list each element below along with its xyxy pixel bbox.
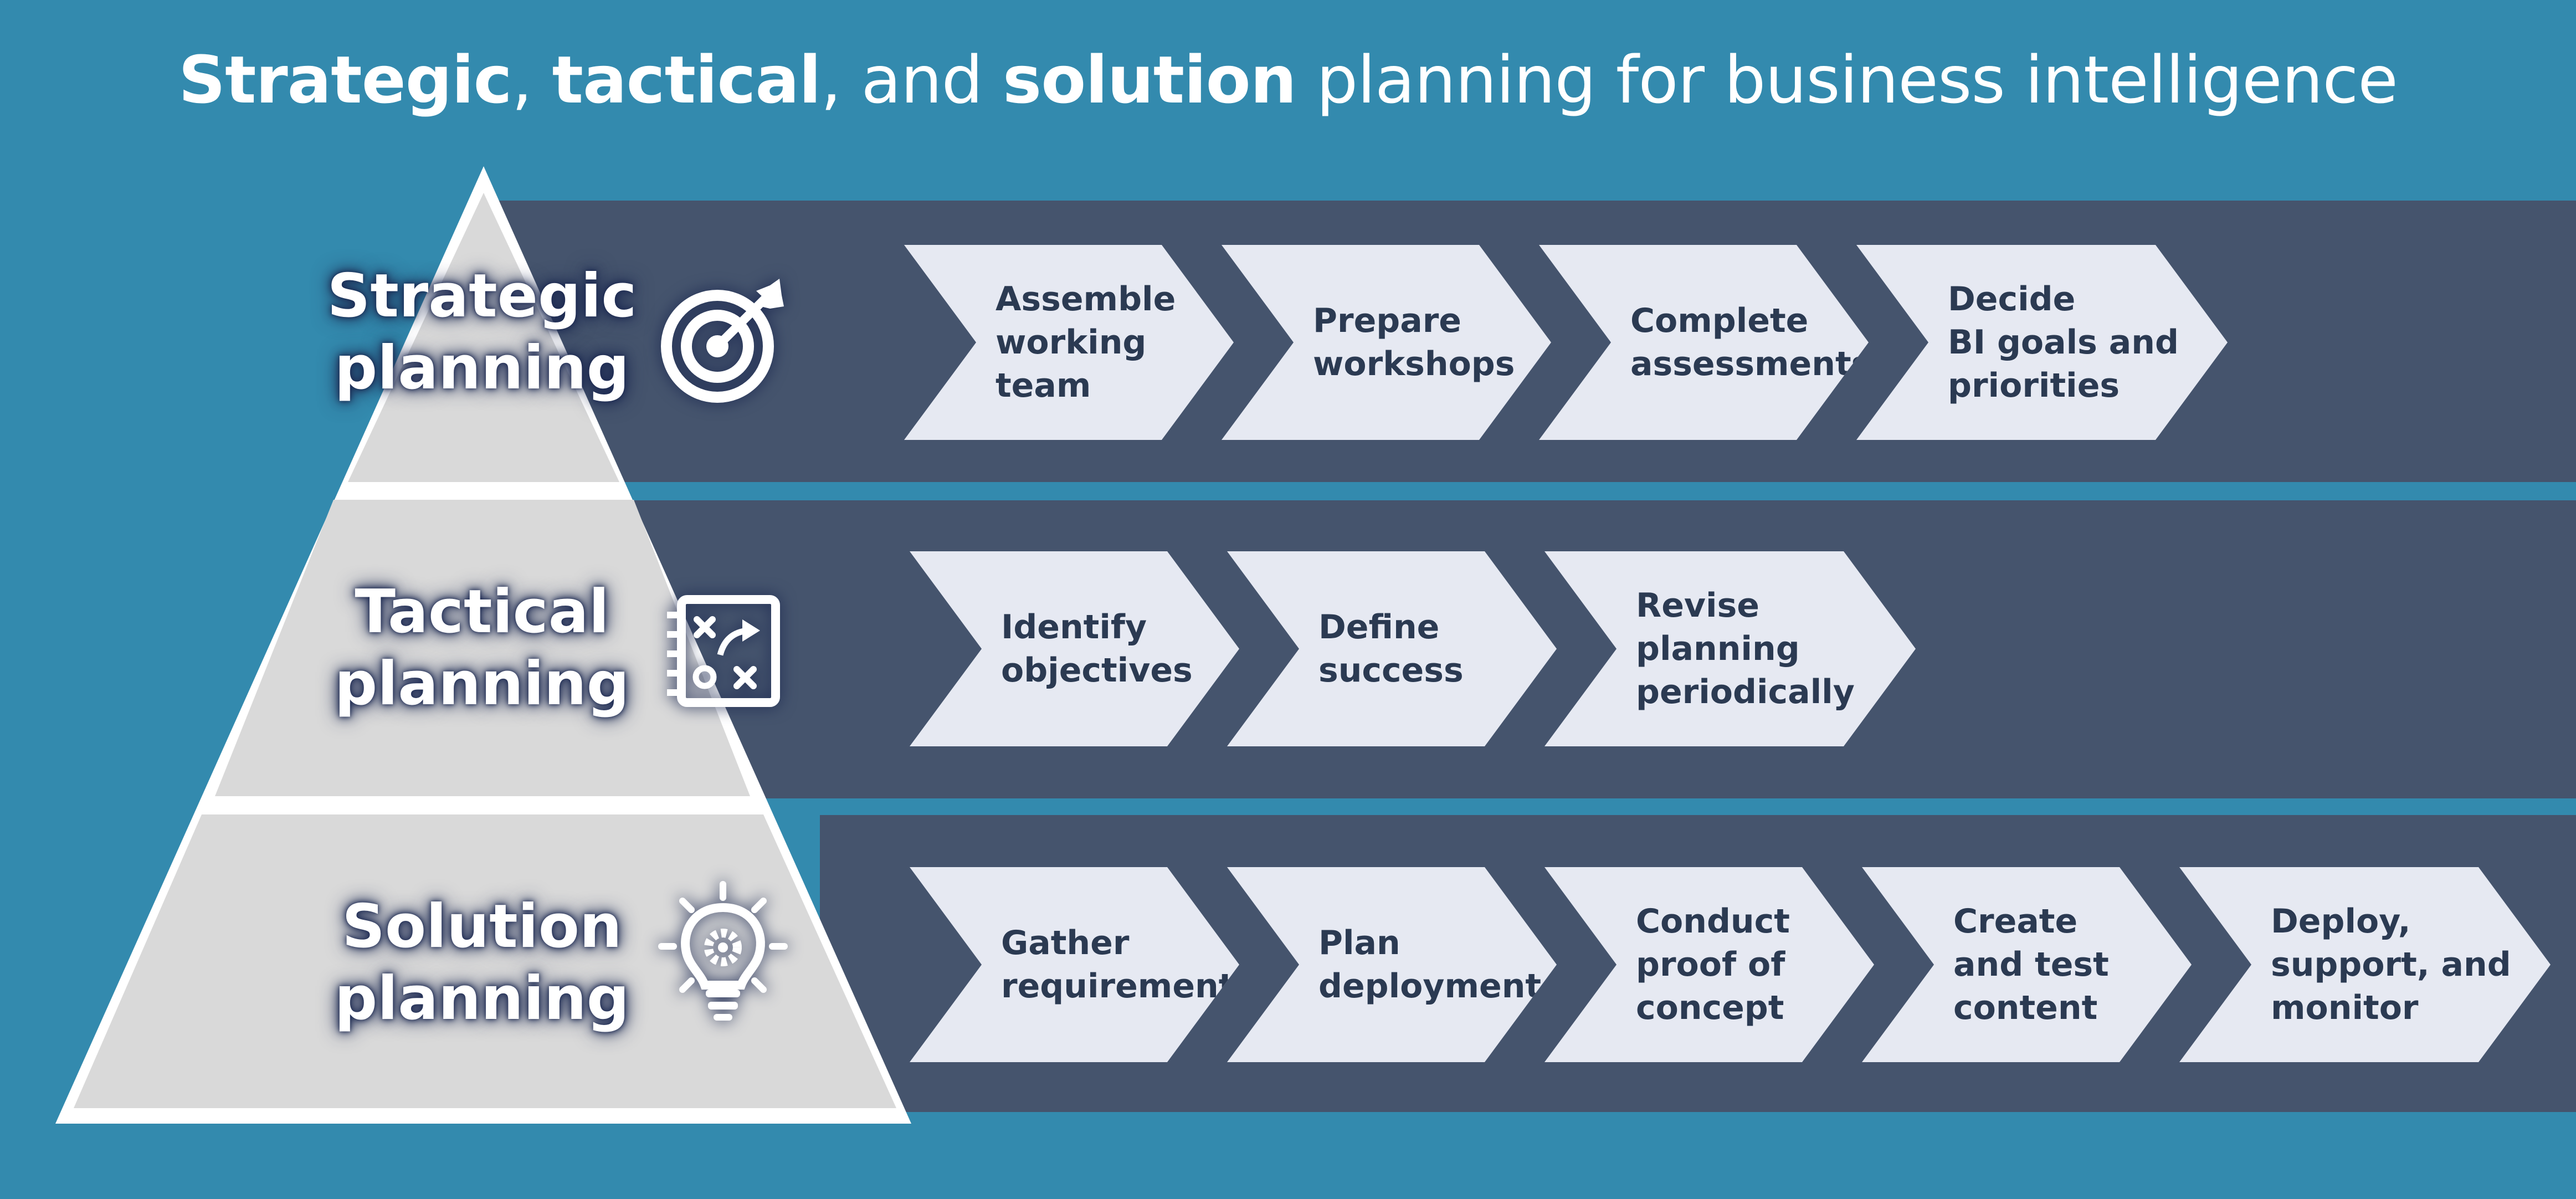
pyramid-tier-strategic (348, 193, 619, 482)
step-chevron: Plan deployment (1227, 867, 1557, 1062)
tier-label-strategic: Strategic planning (327, 262, 637, 403)
strategy-board-icon (667, 595, 780, 707)
page-title: Strategic, tactical, and solution planni… (178, 42, 2398, 118)
pyramid-tier-tactical (215, 500, 750, 796)
lightbulb-gear-icon (658, 881, 788, 1021)
step-label: Prepare workshops (1313, 301, 1515, 383)
pyramid-tier-solution (74, 814, 896, 1108)
tier-label-solution: Solution planning (334, 892, 630, 1033)
step-label: Assemble working team (995, 280, 1176, 405)
step-label: Define success (1318, 608, 1464, 690)
step-label: Complete assessments (1630, 301, 1871, 383)
target-icon (661, 279, 784, 403)
step-label: Conduct proof of concept (1636, 902, 1790, 1027)
step-chevron: Create and test content (1862, 867, 2192, 1062)
step-label: Create and test content (1953, 902, 2109, 1027)
step-chevron: Revise planning periodically (1544, 551, 1916, 746)
step-chevron: Gather requirements (910, 867, 1239, 1062)
tier-label-tactical: Tactical planning (334, 577, 630, 719)
step-label: Revise planning periodically (1636, 586, 1855, 711)
step-label: Deploy, support, and monitor (2271, 902, 2511, 1027)
step-label: Gather requirements (1001, 924, 1255, 1006)
step-label: Decide BI goals and priorities (1948, 280, 2179, 405)
step-label: Identify objectives (1001, 608, 1193, 690)
step-label: Plan deployment (1318, 924, 1542, 1006)
